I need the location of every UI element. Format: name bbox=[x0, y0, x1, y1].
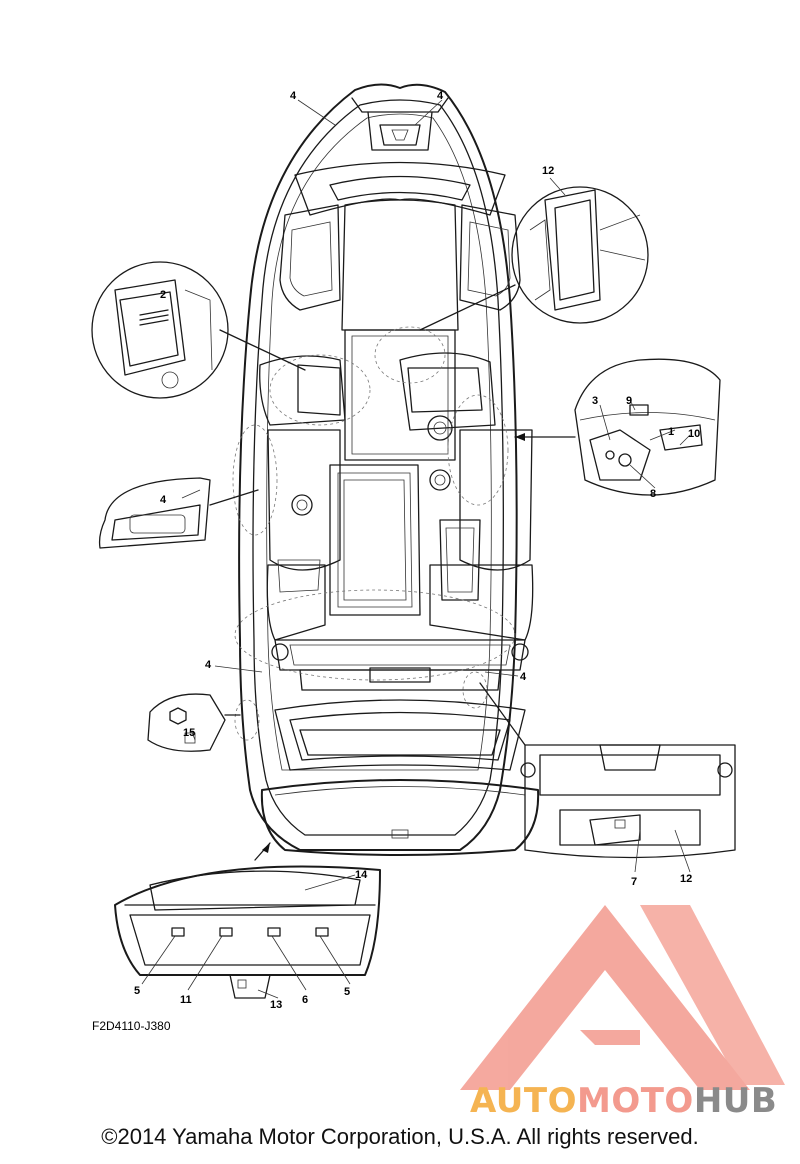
diagram-code: F2D4110-J380 bbox=[92, 1019, 171, 1033]
copyright-notice: ©2014 Yamaha Motor Corporation, U.S.A. A… bbox=[101, 1124, 699, 1149]
callout-3: 3 bbox=[592, 395, 598, 407]
callout-8: 8 bbox=[650, 488, 656, 500]
inset-passenger-console bbox=[91, 261, 306, 399]
callout-4: 4 bbox=[437, 90, 444, 102]
automotohub-logo-mark bbox=[460, 905, 785, 1090]
callout-1: 1 bbox=[668, 426, 674, 438]
watermark-moto: MOTO bbox=[577, 1081, 694, 1121]
callout-6: 6 bbox=[302, 994, 308, 1006]
inset-hull-id-plate bbox=[147, 693, 241, 752]
callout-7: 7 bbox=[631, 876, 637, 888]
callout-4: 4 bbox=[205, 659, 212, 671]
callout-4: 4 bbox=[290, 90, 297, 102]
callout-leaders bbox=[141, 99, 691, 999]
inset-helm-dash bbox=[514, 358, 721, 496]
svg-text:AUTOMOTOHUB: AUTOMOTOHUB bbox=[470, 1081, 777, 1121]
watermark-hub: HUB bbox=[694, 1081, 777, 1121]
callout-4: 4 bbox=[520, 671, 527, 683]
inset-side-rail bbox=[98, 477, 259, 549]
callout-12: 12 bbox=[680, 873, 692, 885]
callout-9: 9 bbox=[626, 395, 632, 407]
inset-swim-platform-storage bbox=[114, 842, 381, 999]
callout-5: 5 bbox=[344, 986, 350, 998]
inset-bow-locker-lid bbox=[419, 186, 649, 331]
callout-numbers: 4 4 12 2 4 3 9 1 10 8 4 4 15 7 12 14 5 1… bbox=[134, 90, 700, 1011]
callout-4: 4 bbox=[160, 494, 167, 506]
callout-10: 10 bbox=[688, 428, 700, 440]
callout-11: 11 bbox=[180, 994, 192, 1006]
watermark-auto: AUTO bbox=[470, 1081, 577, 1121]
callout-5: 5 bbox=[134, 985, 140, 997]
callout-2: 2 bbox=[160, 289, 166, 301]
callout-12: 12 bbox=[542, 165, 554, 177]
callout-15: 15 bbox=[183, 727, 195, 739]
callout-13: 13 bbox=[270, 999, 282, 1011]
boat-hull-top-view bbox=[232, 83, 540, 856]
automotohub-watermark: AUTOMOTOHUB bbox=[470, 1081, 777, 1121]
callout-14: 14 bbox=[355, 869, 368, 881]
